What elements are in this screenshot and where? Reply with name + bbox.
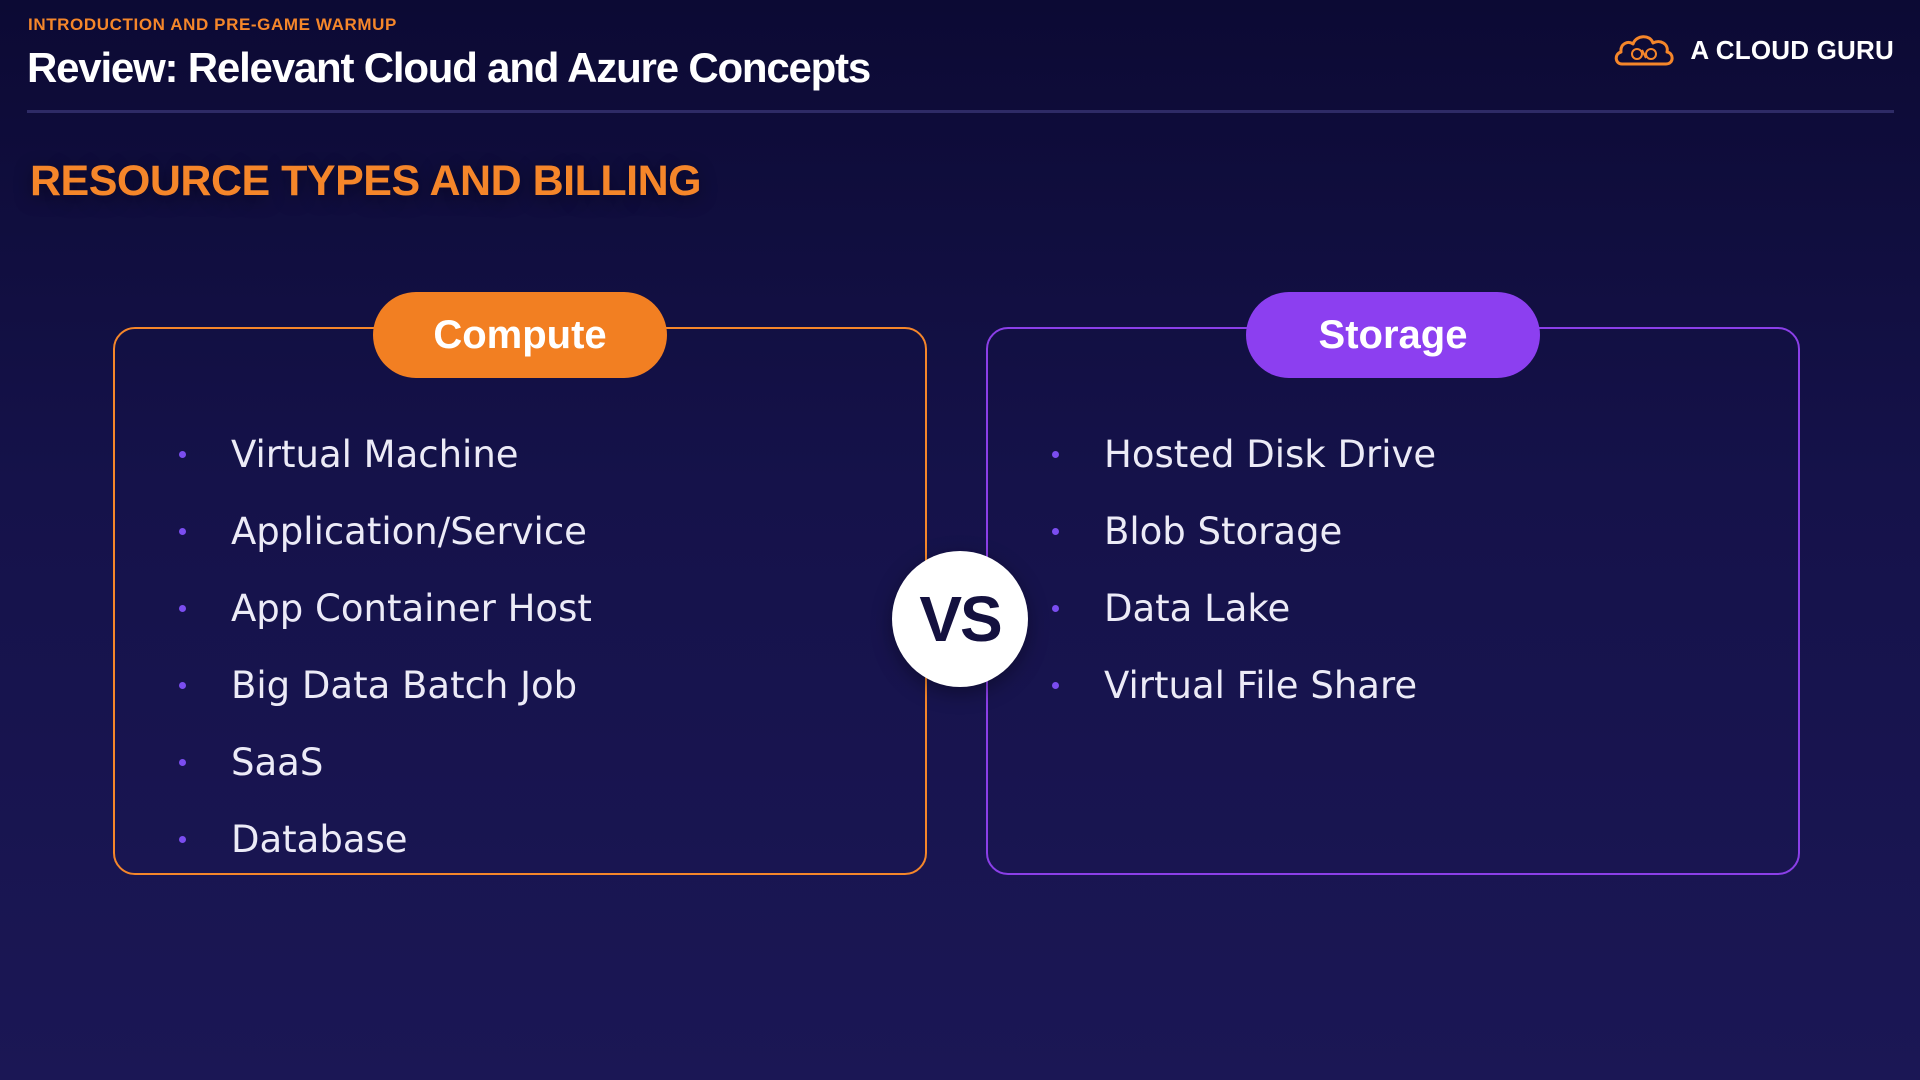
list-item-text: Hosted Disk Drive — [1104, 433, 1437, 476]
header-divider — [27, 110, 1894, 113]
versus-label: VS — [919, 583, 1002, 655]
storage-panel: Storage Hosted Disk Drive Blob Storage D… — [986, 292, 1800, 875]
list-item-text: Data Lake — [1104, 587, 1291, 630]
bullet-icon — [179, 682, 186, 689]
brand: A CLOUD GURU — [1612, 30, 1894, 70]
list-item: Data Lake — [988, 570, 1436, 647]
compute-pill: Compute — [373, 292, 667, 378]
list-item-text: App Container Host — [231, 587, 592, 630]
list-item-text: Application/Service — [231, 510, 587, 553]
bullet-icon — [179, 528, 186, 535]
list-item-text: Database — [231, 818, 408, 861]
bullet-icon — [1052, 528, 1059, 535]
list-item-text: SaaS — [231, 741, 324, 784]
list-item: Application/Service — [115, 493, 592, 570]
list-item-text: Virtual File Share — [1104, 664, 1418, 707]
slide-title: Review: Relevant Cloud and Azure Concept… — [27, 44, 871, 91]
cloud-logo-icon — [1612, 30, 1676, 70]
list-item-text: Big Data Batch Job — [231, 664, 578, 707]
bullet-icon — [1052, 451, 1059, 458]
compute-panel: Compute Virtual Machine Application/Serv… — [113, 292, 927, 878]
bullet-icon — [179, 605, 186, 612]
list-item: Big Data Batch Job — [115, 647, 592, 724]
bullet-icon — [1052, 682, 1059, 689]
list-item: Blob Storage — [988, 493, 1436, 570]
list-item: Virtual File Share — [988, 647, 1436, 724]
list-item-text: Virtual Machine — [231, 433, 519, 476]
list-item: SaaS — [115, 724, 592, 801]
bullet-icon — [179, 759, 186, 766]
brand-name: A CLOUD GURU — [1690, 34, 1894, 65]
list-item: Hosted Disk Drive — [988, 416, 1436, 493]
list-item-text: Blob Storage — [1104, 510, 1343, 553]
list-item: Database — [115, 801, 592, 878]
bullet-icon — [179, 836, 186, 843]
eyebrow-label: INTRODUCTION AND PRE-GAME WARMUP — [28, 15, 397, 34]
storage-list: Hosted Disk Drive Blob Storage Data Lake… — [988, 416, 1436, 724]
bullet-icon — [1052, 605, 1059, 612]
bullet-icon — [179, 451, 186, 458]
versus-badge: VS — [892, 551, 1028, 687]
storage-pill: Storage — [1246, 292, 1540, 378]
list-item: App Container Host — [115, 570, 592, 647]
section-heading: RESOURCE TYPES AND BILLING — [30, 157, 702, 205]
compute-list: Virtual Machine Application/Service App … — [115, 416, 592, 878]
list-item: Virtual Machine — [115, 416, 592, 493]
